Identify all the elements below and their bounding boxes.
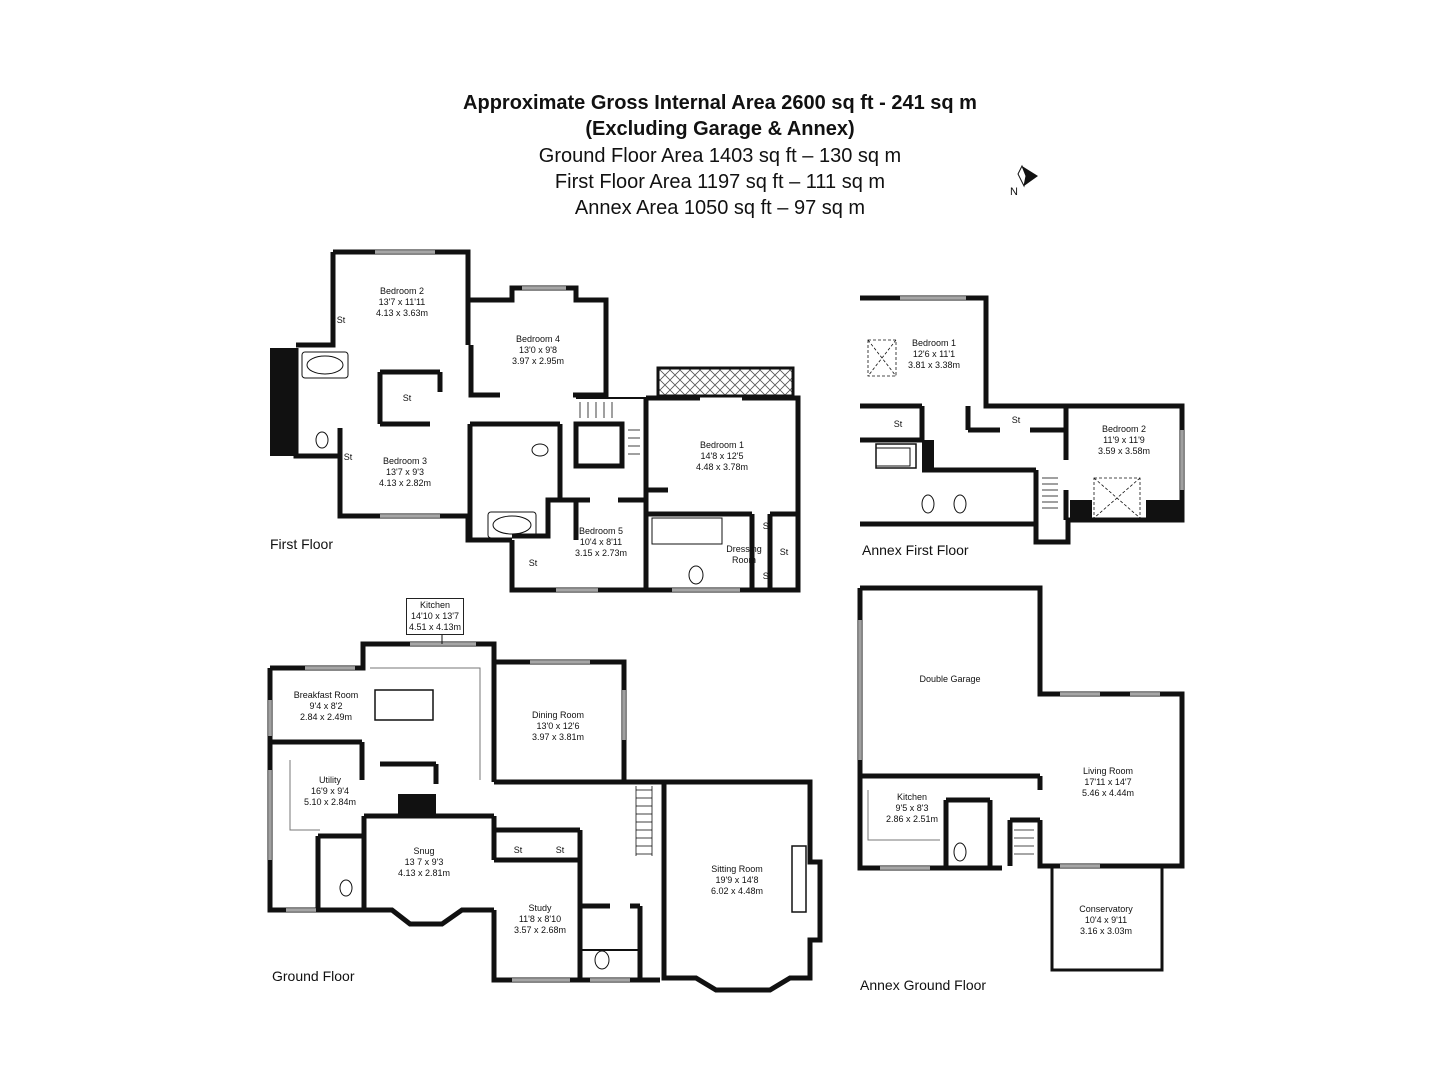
first-floor-walls <box>270 249 801 593</box>
annex-first-floor-label: Annex First Floor <box>862 542 969 558</box>
ground-floor-label: Ground Floor <box>272 968 355 984</box>
store-label: St <box>893 419 903 429</box>
first-floor-label: First Floor <box>270 536 333 552</box>
store-label: St <box>336 315 346 325</box>
first-floor-area: First Floor Area 1197 sq ft – 111 sq m <box>554 171 886 193</box>
compass-icon <box>1017 164 1038 188</box>
annex-double-garage: Double Garage <box>919 674 981 684</box>
store-label: St <box>402 393 412 403</box>
annex-ground-floor-walls <box>857 585 1185 871</box>
annex-area: Annex Area 1050 sq ft – 97 sq m <box>574 197 866 219</box>
store-label: St <box>779 547 789 557</box>
store-label: St <box>513 845 523 855</box>
compass-north-label: N <box>1010 186 1018 198</box>
store-label: St <box>343 452 353 462</box>
store-label: St <box>1011 415 1021 425</box>
store-label: St <box>555 845 565 855</box>
store-label: St <box>528 558 538 568</box>
title-line-1: Approximate Gross Internal Area 2600 sq … <box>463 92 977 114</box>
store-label: St <box>762 521 772 531</box>
annex-first-floor-walls <box>860 295 1185 545</box>
title-line-2: (Excluding Garage & Annex) <box>585 118 855 140</box>
annex-ground-floor-label: Annex Ground Floor <box>860 977 987 993</box>
store-label: St <box>762 571 772 581</box>
ground-floor-area: Ground Floor Area 1403 sq ft – 130 sq m <box>538 145 902 167</box>
